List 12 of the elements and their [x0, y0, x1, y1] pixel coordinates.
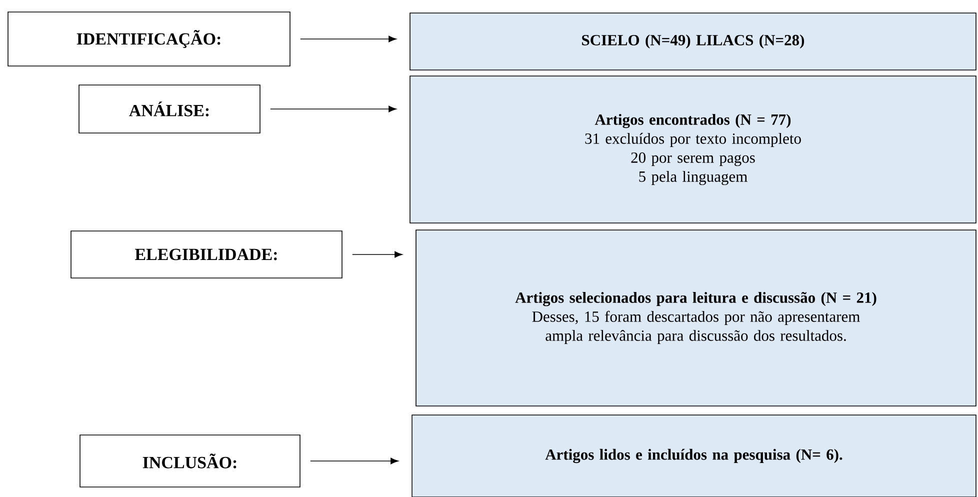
stage-label-box: INCLUSÃO:	[80, 434, 300, 488]
arrow	[310, 458, 398, 464]
stage-label-box: IDENTIFICAÇÃO:	[8, 12, 290, 66]
result-box: Artigos lidos e incluídos na pesquisa (N= 6).	[412, 414, 976, 497]
stage-label-box: ELEGIBILIDADE:	[70, 230, 342, 278]
arrow	[352, 251, 402, 258]
arrow	[270, 106, 396, 112]
arrow	[300, 36, 396, 42]
result-box: Artigos selecionados para leitura e discussão (N = 21) Desses, 15 foram descartados por não apresentarem ampla relevância para discussão dos resultados.	[416, 230, 976, 406]
result-box: Artigos encontrados (N = 77) 31 excluídos por texto incompleto 20 por serem pagos 5 pela linguagem	[410, 76, 976, 224]
stage-label-box: ANÁLISE:	[78, 84, 260, 134]
result-box: SCIELO (N=49) LILACS (N=28)	[410, 12, 976, 70]
